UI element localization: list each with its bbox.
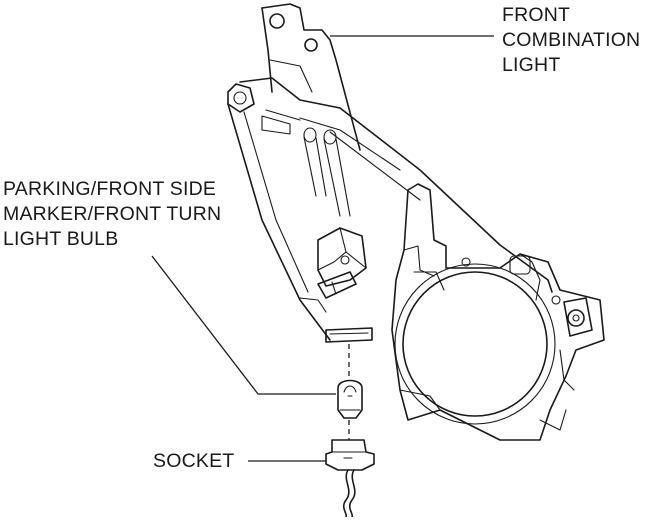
label-front-combination-light: FRONT COMBINATION LIGHT — [502, 3, 640, 78]
label-bulb: PARKING/FRONT SIDE MARKER/FRONT TURN LIG… — [3, 177, 221, 252]
label-line: MARKER/FRONT TURN — [3, 203, 222, 225]
socket-receptacle — [317, 227, 373, 343]
leader-bulb — [151, 255, 336, 395]
label-line: PARKING/FRONT SIDE — [3, 178, 217, 200]
bulb-illustration — [337, 379, 363, 419]
label-socket: SOCKET — [153, 450, 235, 472]
label-line: LIGHT — [502, 54, 561, 76]
internal-rods — [303, 127, 351, 217]
label-line: FRONT — [502, 4, 571, 26]
label-line: COMBINATION — [502, 29, 641, 51]
lamp-frame — [391, 183, 605, 441]
label-line: LIGHT BULB — [3, 228, 119, 250]
socket-illustration — [325, 439, 375, 518]
housing — [227, 77, 553, 341]
